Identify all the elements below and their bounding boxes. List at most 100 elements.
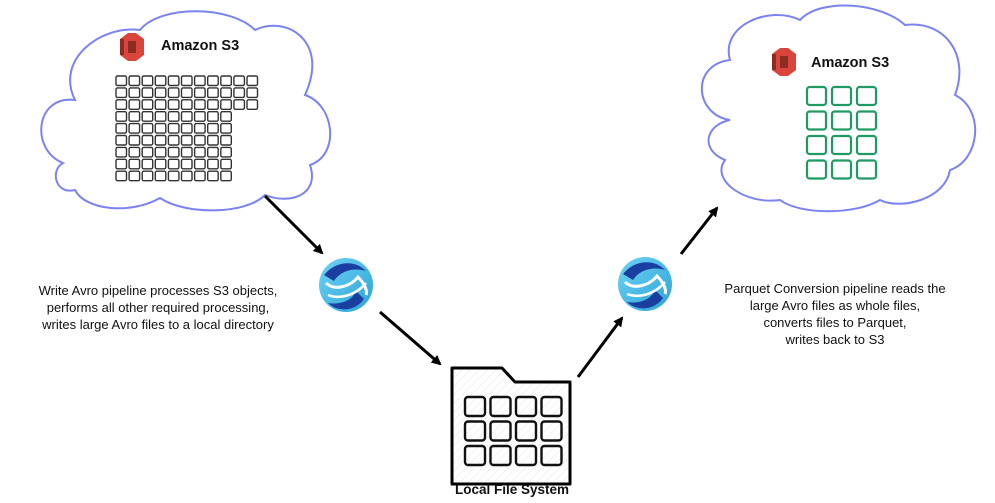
file-block [180,75,193,87]
parquet-conversion-description: Parquet Conversion pipeline reads the la… [690,280,980,348]
file-block [180,87,193,99]
file-block [193,158,206,170]
file-block [167,158,180,170]
write-avro-description: Write Avro pipeline processes S3 objects… [8,282,308,333]
arrow-write-pipeline-to-fs [379,310,442,366]
file-block [193,110,206,122]
file-block [128,110,141,122]
description-line: writes large Avro files to a local direc… [42,317,274,332]
streamsets-pipeline-icon-left [319,258,373,312]
file-block [830,85,853,107]
file-block [154,158,167,170]
file-block [805,110,828,131]
target-bucket-title: Amazon S3 [811,55,890,71]
file-block [128,158,141,170]
file-block [220,99,233,111]
file-block [514,420,538,442]
file-block [206,87,219,99]
file-block [206,122,219,134]
description-line: Write Avro pipeline processes S3 objects… [38,283,278,298]
file-block [115,122,128,134]
file-block [141,99,154,111]
target-cloud [700,4,977,213]
file-block [489,444,512,467]
file-block [220,146,233,158]
file-block [206,134,219,146]
file-block [128,122,141,134]
file-block [167,146,180,158]
file-block [154,99,167,111]
file-block [141,170,154,182]
file-block [540,420,563,442]
file-block [115,75,128,87]
file-block [141,122,154,134]
file-block [180,170,193,182]
file-block [128,99,141,111]
file-block [167,170,180,182]
file-block [167,87,180,99]
source-cloud [40,10,332,212]
file-block [246,99,259,111]
file-block [154,87,167,99]
file-block [115,134,128,146]
file-block [855,134,878,156]
description-line: writes back to S3 [785,332,885,347]
file-block [180,122,193,134]
file-block [489,395,512,418]
file-block [193,134,206,146]
file-block [193,170,206,182]
file-block [246,87,259,99]
arrow-parquet-pipeline-to-s3 [679,206,719,255]
arrow-fs-to-parquet-pipeline [576,316,624,378]
file-block [167,122,180,134]
file-block [855,85,878,107]
file-block [167,110,180,122]
file-block [115,87,128,99]
file-block [154,134,167,146]
file-block [141,110,154,122]
file-block [855,159,878,180]
file-block [167,75,180,87]
file-block [128,134,141,146]
file-block [193,146,206,158]
file-block [233,87,246,99]
file-block [463,444,487,467]
file-block [193,99,206,111]
file-block [540,395,563,418]
file-block [154,75,167,87]
file-block [115,158,128,170]
file-block [128,87,141,99]
file-block [489,420,512,442]
description-line: converts files to Parquet, [763,315,907,330]
file-block [141,87,154,99]
file-block [805,85,828,107]
file-block [115,110,128,122]
file-block [141,75,154,87]
arrow-s3-to-write-pipeline [263,194,324,255]
aws-s3-icon-right [772,48,796,76]
file-block [233,99,246,111]
file-block [463,395,487,418]
file-block [220,122,233,134]
file-block [220,75,233,87]
file-block [540,444,563,467]
file-block [154,170,167,182]
file-block [141,134,154,146]
file-block [115,146,128,158]
file-block [154,110,167,122]
file-block [128,146,141,158]
file-block [463,420,487,442]
file-block [206,75,219,87]
source-object-grid [115,75,259,182]
aws-s3-icon-left [120,33,144,61]
file-block [154,122,167,134]
file-block [180,158,193,170]
description-line: large Avro files as whole files, [749,298,921,313]
file-block [154,146,167,158]
streamsets-pipeline-icon-right [618,257,672,311]
file-block [141,158,154,170]
source-bucket-title: Amazon S3 [161,38,240,54]
file-block [115,170,128,182]
file-block [141,146,154,158]
